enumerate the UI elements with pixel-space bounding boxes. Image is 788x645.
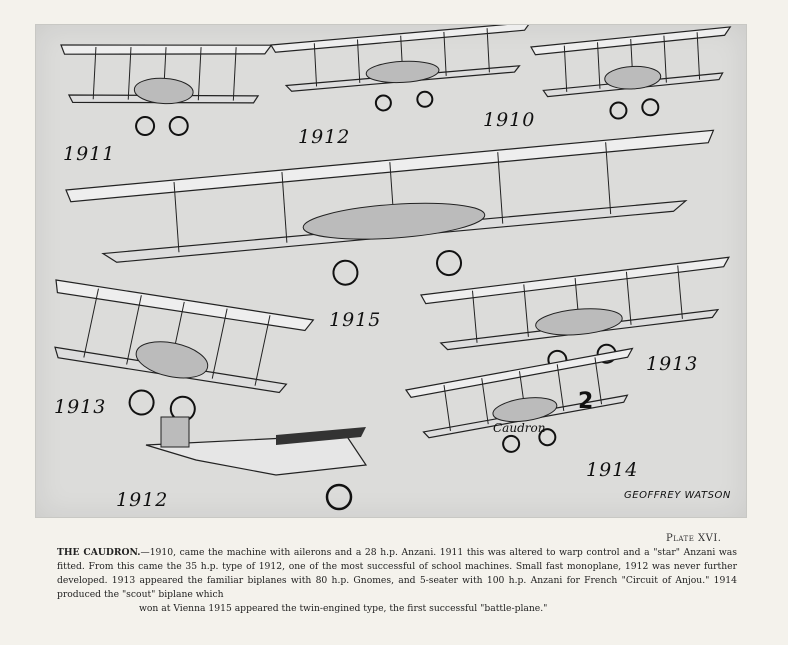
year-label-1912-bottom: 1912: [116, 489, 169, 511]
year-label-1914: 1914: [586, 459, 639, 481]
year-label-1913-right: 1913: [646, 353, 699, 375]
biplane-1913-right: [420, 256, 730, 370]
biplane-1914: [404, 347, 634, 453]
aircraft-name-marking: Caudron: [493, 421, 546, 435]
biplane-1910: [530, 26, 732, 120]
caption-heading: THE CAUDRON.: [57, 547, 141, 558]
biplane-1912: [269, 25, 532, 112]
biplane-1915: [65, 129, 715, 286]
year-label-1911: 1911: [63, 143, 116, 165]
aircraft-illustrations: [54, 25, 732, 511]
year-label-1912-top: 1912: [298, 126, 351, 148]
artist-signature: GEOFFREY WATSON: [624, 490, 731, 501]
monoplane-1912: [145, 416, 368, 511]
year-label-1913-left: 1913: [54, 396, 107, 418]
biplane-1911: [60, 44, 273, 137]
aircraft-number-marking: 2: [578, 389, 594, 414]
year-label-1910: 1910: [483, 109, 536, 131]
year-label-1915: 1915: [329, 309, 382, 331]
caption-last-line: won at Vienna 1915 appeared the twin-eng…: [139, 603, 548, 614]
plate-number: Plate XVI.: [666, 533, 722, 544]
illustration-plate: 1911 1912 1910 1915 1913 1913 1912 1914 …: [35, 24, 747, 518]
caption-body: —1910, came the machine with ailerons an…: [57, 547, 737, 600]
caption: THE CAUDRON.—1910, came the machine with…: [57, 546, 737, 616]
biplane-1913-left: [54, 279, 315, 422]
